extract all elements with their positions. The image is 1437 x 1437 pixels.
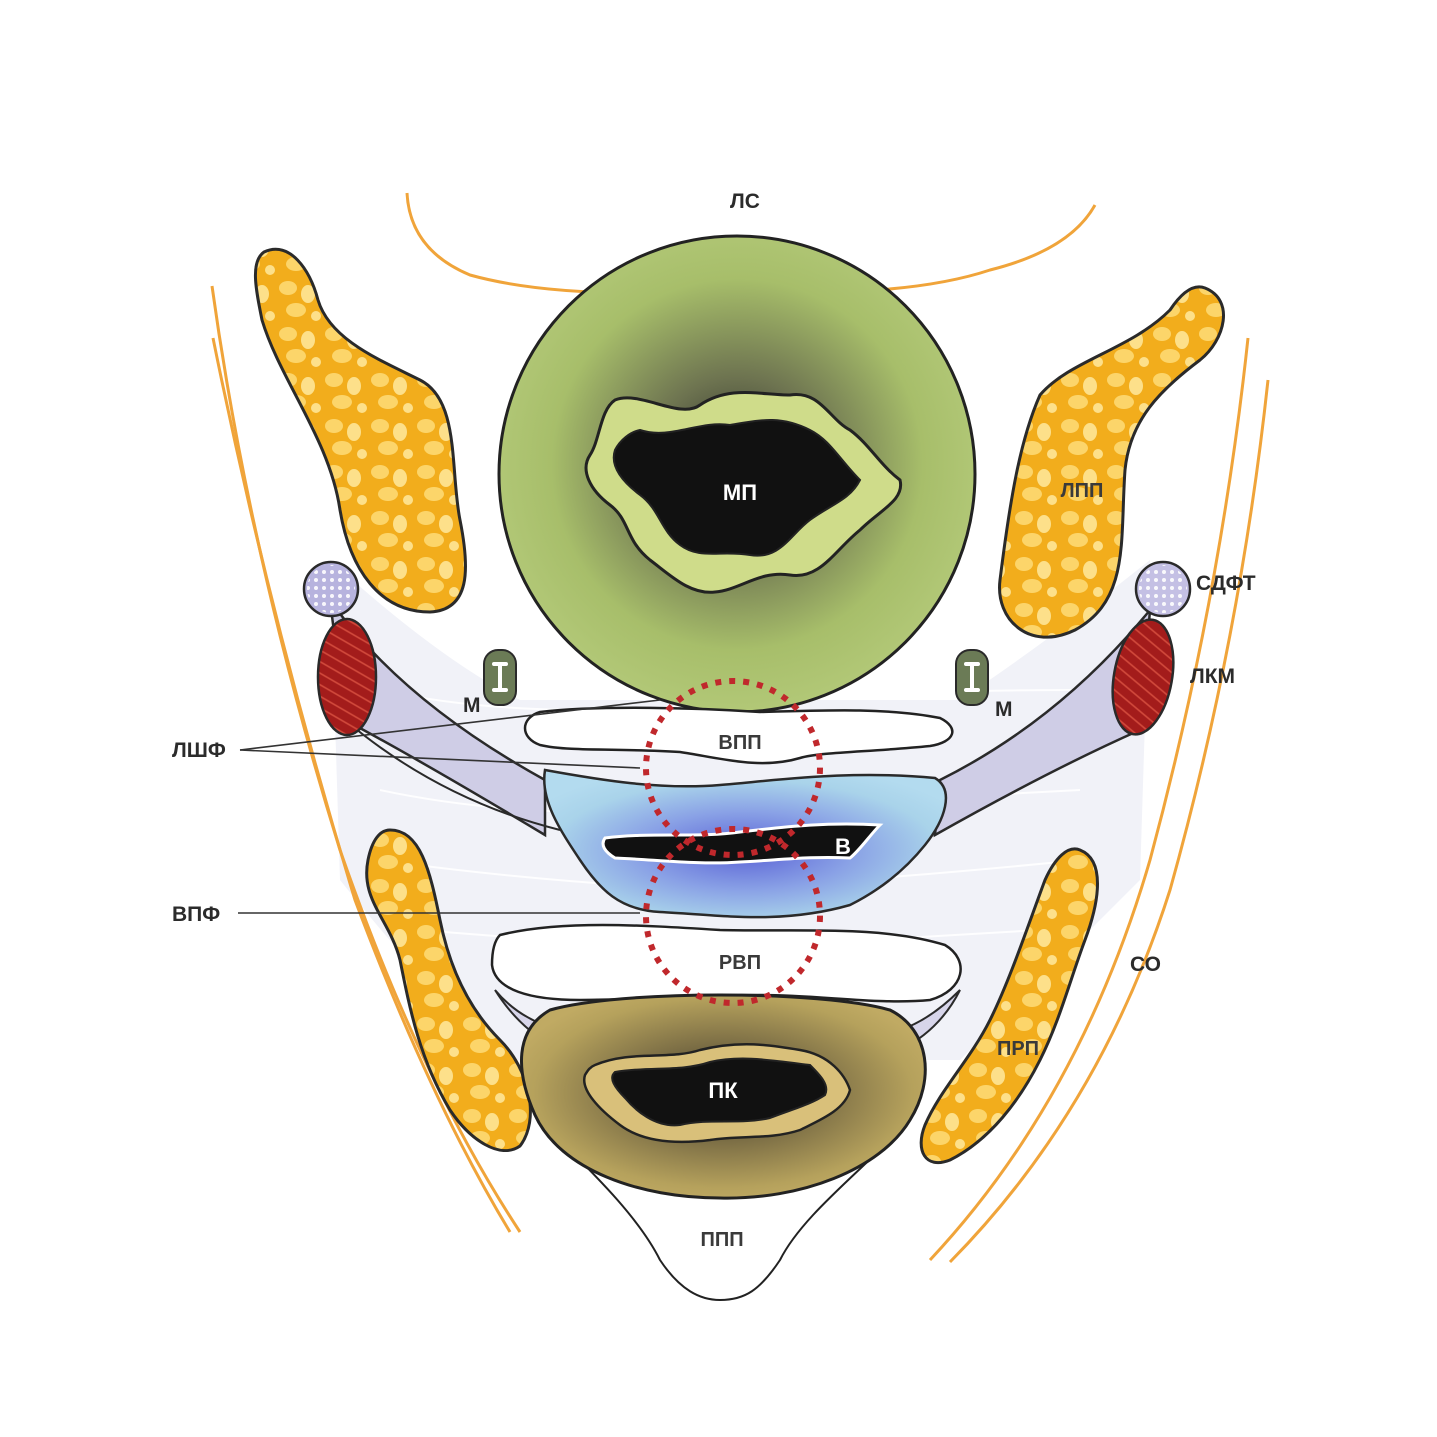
label-sdft: СДФТ <box>1196 572 1256 595</box>
bladder-lumen <box>612 419 862 557</box>
lshf-leader-top <box>239 699 661 751</box>
label-prp: ПРП <box>997 1038 1039 1060</box>
left-pararectal-fat <box>365 828 532 1153</box>
lshf-leader-bottom <box>239 749 641 769</box>
vaginal-lumen <box>601 822 884 865</box>
label-vpf: ВПФ <box>172 903 220 926</box>
label-mp: МП <box>723 480 757 505</box>
label-ls: ЛС <box>730 190 760 213</box>
rectovaginal-space <box>490 923 962 1003</box>
bladder <box>497 234 977 714</box>
right-levator-muscle <box>1111 618 1175 736</box>
rectal-lumen <box>611 1057 828 1127</box>
label-m-right: М <box>995 698 1013 721</box>
vagina <box>542 768 948 919</box>
left-paravesical-fat <box>253 248 468 614</box>
label-lkm: ЛКМ <box>1190 665 1235 688</box>
left-levator-muscle <box>316 617 378 737</box>
label-v: В <box>835 834 851 859</box>
label-lshf: ЛШФ <box>172 739 226 762</box>
right-paravesical-fat <box>998 285 1225 639</box>
upper-dotted-circle <box>643 678 823 858</box>
label-ppp: ППП <box>700 1229 743 1251</box>
label-pk: ПК <box>708 1078 738 1103</box>
left-ureter <box>483 649 517 706</box>
right-ureter <box>955 649 989 706</box>
label-m-left: М <box>463 694 481 717</box>
vesicovaginal-space <box>523 706 954 765</box>
rectum <box>520 993 927 1200</box>
label-so: СО <box>1130 953 1161 976</box>
right-pararectal-fat <box>919 847 1099 1164</box>
label-lpp: ЛПП <box>1061 480 1104 502</box>
lower-dotted-circle <box>643 826 823 1006</box>
label-vpp: ВПП <box>718 732 761 754</box>
label-rvp: РВП <box>719 952 761 974</box>
